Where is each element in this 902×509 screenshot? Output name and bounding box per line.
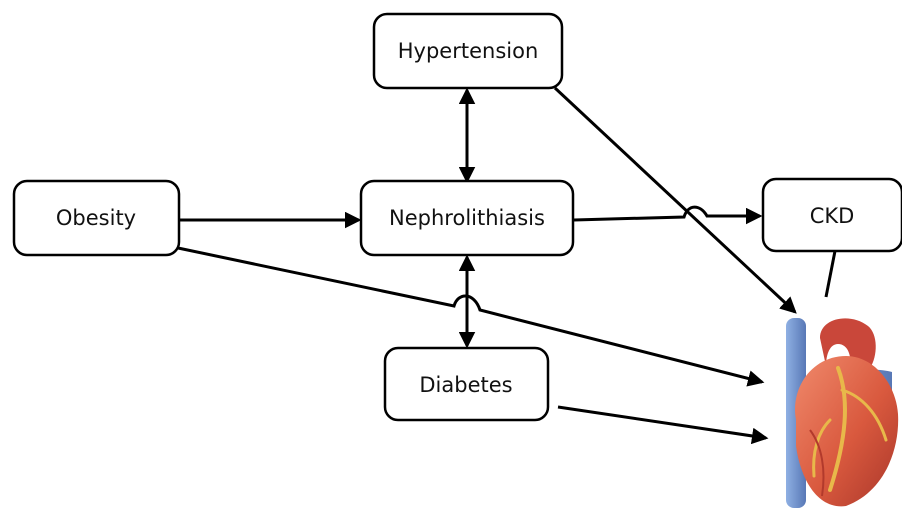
node-label-nephrolithiasis: Nephrolithiasis: [389, 206, 545, 230]
node-label-ckd: CKD: [810, 204, 855, 228]
edges: [177, 86, 837, 445]
node-diabetes: Diabetes: [383, 346, 550, 422]
node-hypertension: Hypertension: [372, 12, 564, 90]
node-label-diabetes: Diabetes: [419, 373, 512, 397]
heart-illustration: [786, 318, 899, 508]
node-obesity: Obesity: [12, 179, 181, 257]
edge-nephrolithiasis-ckd: [573, 205, 763, 225]
node-label-obesity: Obesity: [56, 206, 136, 230]
edge-obesity-heart: [177, 246, 765, 387]
edge-hypertension-heart: [553, 86, 797, 314]
node-ckd: CKD: [761, 177, 902, 253]
node-nephrolithiasis: Nephrolithiasis: [359, 179, 575, 257]
edge-diabetes-heart: [557, 405, 769, 445]
edge-ckd-heart: [824, 250, 837, 298]
node-label-hypertension: Hypertension: [398, 39, 539, 63]
